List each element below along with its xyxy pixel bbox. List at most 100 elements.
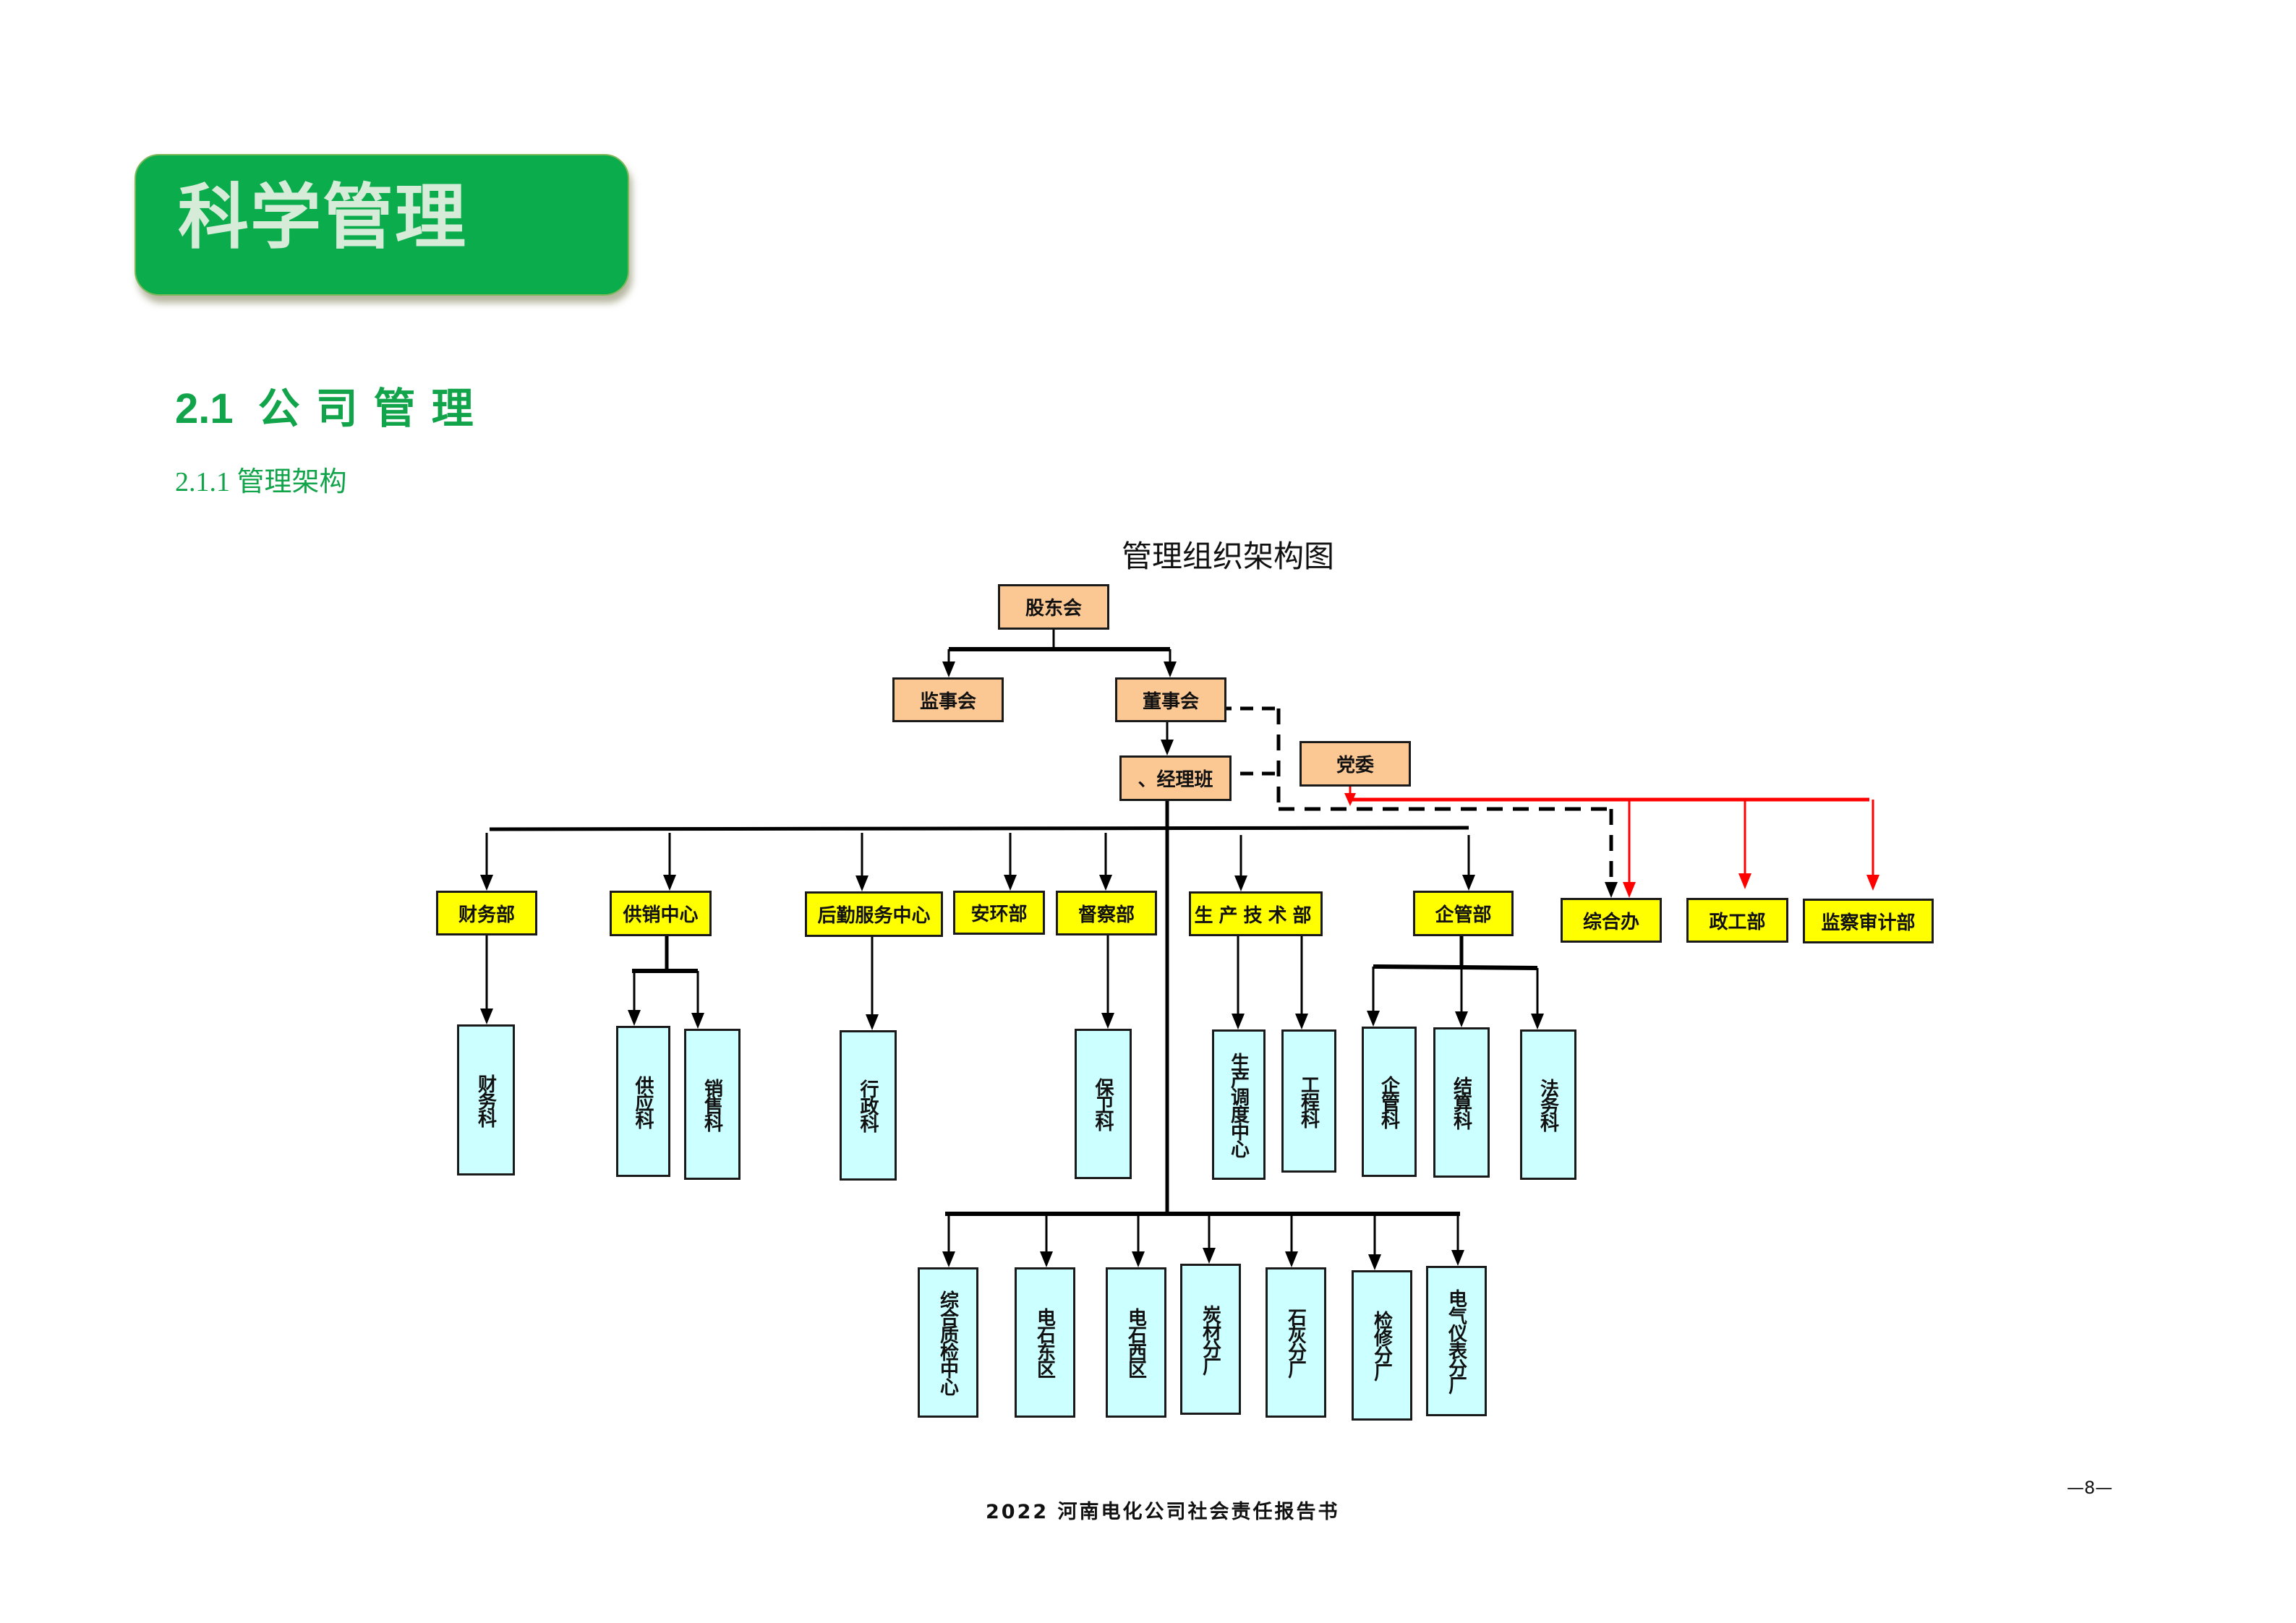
- node-unit: 工程科: [1281, 1029, 1336, 1173]
- arrowhead: [942, 1251, 955, 1267]
- node-label: 、经理班: [1138, 769, 1213, 791]
- arrowhead: [1866, 875, 1879, 891]
- node-label: 企管部: [1435, 904, 1492, 926]
- node-label: 电石西区: [1124, 1308, 1147, 1377]
- node-label: 结算科: [1450, 1076, 1472, 1129]
- arrowhead: [1462, 875, 1475, 891]
- section-heading-title: 公司管理: [257, 384, 490, 433]
- node-dept-safety: 安环部: [953, 891, 1045, 935]
- node-production-unit: 检修分厂: [1352, 1270, 1412, 1421]
- node-label: 石灰分厂: [1284, 1308, 1307, 1377]
- node-label: 财务部: [458, 904, 515, 926]
- node-label: 保卫科: [1092, 1078, 1114, 1130]
- node-label: 安环部: [970, 904, 1028, 925]
- arrowhead: [1132, 1251, 1145, 1267]
- connector-line: [1373, 964, 1538, 970]
- node-production-unit: 综合质检中心: [918, 1267, 978, 1418]
- node-party-dept-general-office: 综合办: [1561, 898, 1662, 943]
- node-label: 电气仪表分厂: [1445, 1289, 1467, 1393]
- arrowhead: [480, 875, 493, 891]
- node-party-committee: 党委: [1299, 741, 1411, 787]
- arrowhead: [855, 875, 869, 891]
- arrowhead: [1099, 875, 1112, 891]
- arrowhead: [1605, 882, 1618, 898]
- arrowhead: [480, 1009, 493, 1024]
- node-unit: 供应科: [616, 1026, 670, 1177]
- node-label: 监察审计部: [1821, 912, 1916, 934]
- connector-line: [489, 826, 1469, 831]
- node-label: 工程科: [1297, 1075, 1320, 1127]
- node-label: 行政科: [857, 1079, 879, 1131]
- arrowhead: [942, 661, 955, 677]
- arrowhead: [1234, 875, 1247, 891]
- node-label: 生产调度中心: [1227, 1053, 1250, 1157]
- page-number: —8—: [2067, 1478, 2113, 1498]
- node-management: 、经理班: [1119, 755, 1232, 801]
- node-unit: 行政科: [840, 1030, 897, 1181]
- section-heading: 2.1 公司管理: [175, 380, 490, 438]
- node-label: 生产技术部: [1194, 904, 1318, 927]
- node-shareholders: 股东会: [998, 584, 1109, 630]
- node-unit: 销售科: [684, 1029, 741, 1180]
- arrowhead: [1101, 1013, 1114, 1029]
- node-dept-logistics: 后勤服务中心: [805, 891, 943, 937]
- node-label: 销售科: [701, 1078, 723, 1131]
- node-label: 电石东区: [1033, 1308, 1056, 1377]
- arrowhead: [628, 1010, 641, 1026]
- arrowhead: [663, 875, 676, 891]
- node-label: 炭材分厂: [1199, 1304, 1221, 1374]
- node-label: 供销中心: [623, 904, 699, 926]
- node-label: 财务科: [474, 1074, 497, 1126]
- arrowhead: [1738, 873, 1751, 889]
- node-label: 党委: [1336, 755, 1374, 776]
- section-banner: 科学管理: [135, 154, 629, 296]
- node-party-dept-audit: 监察审计部: [1803, 899, 1934, 943]
- arrowhead: [1623, 882, 1636, 898]
- node-label: 政工部: [1709, 911, 1766, 933]
- org-chart-title: 管理组织架构图: [1121, 539, 1334, 574]
- node-unit: 保卫科: [1075, 1029, 1132, 1179]
- node-production-unit: 电石东区: [1015, 1267, 1075, 1418]
- node-dept-enterprise: 企管部: [1413, 891, 1514, 936]
- arrowhead: [1040, 1251, 1053, 1267]
- node-label: 董事会: [1142, 690, 1199, 713]
- node-dept-production: 生产技术部: [1189, 891, 1323, 936]
- arrowhead: [1451, 1250, 1464, 1266]
- arrowhead: [1164, 661, 1177, 677]
- node-dept-finance: 财务部: [436, 891, 537, 935]
- arrowhead: [1004, 875, 1017, 891]
- node-label: 后勤服务中心: [817, 905, 931, 927]
- node-production-unit: 石灰分厂: [1266, 1267, 1326, 1418]
- arrowhead: [1203, 1248, 1216, 1264]
- node-label: 监事会: [919, 690, 976, 713]
- node-label: 综合办: [1582, 911, 1639, 933]
- node-label: 企管科: [1378, 1076, 1400, 1128]
- node-label: 综合质检中心: [936, 1290, 959, 1395]
- section-banner-title: 科学管理: [178, 176, 468, 259]
- node-unit: 生产调度中心: [1212, 1029, 1266, 1180]
- node-production-unit: 炭材分厂: [1180, 1264, 1241, 1415]
- node-party-dept-political: 政工部: [1686, 898, 1788, 943]
- arrowhead: [1455, 1011, 1468, 1027]
- arrowhead: [866, 1014, 879, 1030]
- node-unit: 结算科: [1433, 1027, 1490, 1178]
- node-dept-supply: 供销中心: [610, 891, 712, 936]
- node-label: 督察部: [1077, 904, 1135, 926]
- arrowhead: [1368, 1254, 1381, 1270]
- arrowhead: [1161, 740, 1174, 755]
- node-label: 法务科: [1537, 1079, 1559, 1131]
- node-label: 检修分厂: [1370, 1311, 1393, 1380]
- subsection-heading: 2.1.1 管理架构: [175, 467, 347, 497]
- arrowhead: [1531, 1014, 1544, 1029]
- node-unit: 企管科: [1362, 1027, 1417, 1177]
- section-heading-number: 2.1: [175, 385, 234, 432]
- arrowhead: [1285, 1251, 1298, 1267]
- node-production-unit: 电气仪表分厂: [1426, 1266, 1487, 1416]
- arrowhead: [1295, 1014, 1308, 1029]
- arrowhead: [1232, 1014, 1245, 1029]
- node-dept-inspection: 督察部: [1056, 891, 1157, 935]
- footer-report-title: 2022 河南电化公司社会责任报告书: [986, 1501, 1340, 1523]
- node-unit: 财务科: [457, 1024, 515, 1176]
- node-label: 供应科: [632, 1075, 654, 1128]
